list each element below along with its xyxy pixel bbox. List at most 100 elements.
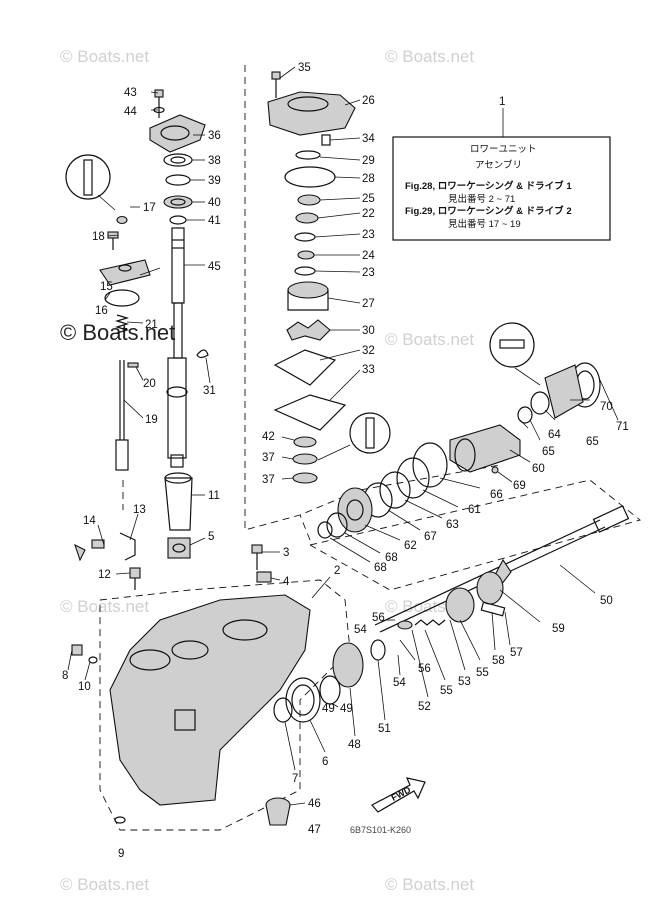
callout-71: 71 [616, 421, 629, 433]
callout-65: 65 [542, 446, 555, 458]
callout-4: 4 [283, 576, 290, 588]
callout-42: 42 [262, 431, 275, 443]
callout-18: 18 [92, 231, 105, 243]
callout-47: 47 [308, 824, 321, 836]
callout-39: 39 [208, 175, 221, 187]
callout-36: 36 [208, 130, 221, 142]
callout-9: 9 [118, 848, 124, 860]
callout-31: 31 [203, 385, 216, 397]
callout-45: 45 [208, 261, 221, 273]
info-box: 1 ロワーユニット アセンブリ Fig.28, ロワーケーシング & ドライブ … [392, 96, 611, 241]
callout-59: 59 [552, 623, 565, 635]
watermark: © Boats.net [60, 597, 149, 616]
callout-58: 58 [492, 655, 505, 667]
watermark: © Boats.net [60, 875, 149, 894]
callout-numbers: 2 3 4 5 6 7 8 9 10 11 12 13 14 15 16 17 … [62, 62, 629, 860]
callout-26: 26 [362, 95, 375, 107]
callout-67: 67 [424, 531, 437, 543]
callout-44: 44 [124, 106, 137, 118]
water-pump-stack [267, 91, 391, 484]
callout-62: 62 [404, 540, 417, 552]
callout-40: 40 [208, 197, 221, 209]
callout-43: 43 [124, 87, 137, 99]
callout-66: 66 [490, 489, 503, 501]
watermark: © Boats.net [385, 330, 474, 349]
callout-55: 55 [440, 685, 453, 697]
callout-46: 46 [308, 798, 321, 810]
callout-10: 10 [78, 681, 91, 693]
callout-12: 12 [98, 569, 111, 581]
callout-37: 37 [262, 474, 275, 486]
leader-lines [67, 66, 619, 806]
callout-21: 21 [145, 319, 158, 331]
info-line-5: Fig.29, ロワーケーシング & ドライブ 2 [405, 205, 572, 217]
callout-29: 29 [362, 155, 375, 167]
callout-38: 38 [208, 155, 221, 167]
watermark: © Boats.net [385, 47, 474, 66]
footer-code: 6B7S101-K260 [350, 825, 411, 835]
callout-57: 57 [510, 647, 523, 659]
callout-49: 49 [322, 703, 335, 715]
callout-15: 15 [100, 281, 113, 293]
lower-casing [109, 544, 311, 824]
callout-70: 70 [600, 401, 613, 413]
info-line-6: 見出番号 17 ~ 19 [448, 218, 521, 230]
callout-17: 17 [143, 202, 156, 214]
callout-11: 11 [208, 490, 220, 502]
callout-32: 32 [362, 345, 375, 357]
callout-16: 16 [95, 305, 108, 317]
callout-41: 41 [208, 215, 221, 227]
callout-33: 33 [362, 364, 375, 376]
callout-20: 20 [143, 378, 156, 390]
dashed-guides [99, 65, 641, 831]
callout-55: 55 [476, 667, 489, 679]
info-line-3: Fig.28, ロワーケーシング & ドライブ 1 [405, 180, 572, 192]
info-line-4: 見出番号 2 ~ 71 [448, 193, 515, 205]
callout-35: 35 [298, 62, 311, 74]
callout-5: 5 [208, 531, 214, 543]
callout-23: 23 [362, 229, 375, 241]
callout-61: 61 [468, 504, 481, 516]
callout-37: 37 [262, 452, 275, 464]
callout-68: 68 [385, 552, 398, 564]
callout-24: 24 [362, 250, 375, 262]
callout-1: 1 [499, 96, 505, 108]
callout-53: 53 [458, 676, 471, 688]
callout-60: 60 [532, 463, 545, 475]
info-line-2: アセンブリ [475, 159, 522, 171]
callout-52: 52 [418, 701, 431, 713]
callout-8: 8 [62, 670, 68, 682]
callout-50: 50 [600, 595, 613, 607]
watermark: © Boats.net [385, 875, 474, 894]
watermark: © Boats.net [60, 47, 149, 66]
callout-63: 63 [446, 519, 459, 531]
callout-7: 7 [292, 773, 298, 785]
callout-23: 23 [362, 267, 375, 279]
callout-22: 22 [362, 208, 375, 220]
info-line-1: ロワーユニット [470, 144, 537, 155]
fwd-arrow: FWD [371, 777, 426, 813]
callout-69: 69 [513, 480, 526, 492]
callout-65: 65 [586, 436, 599, 448]
callout-34: 34 [362, 133, 375, 145]
callout-19: 19 [145, 414, 158, 426]
callout-14: 14 [83, 515, 96, 527]
callout-2: 2 [334, 565, 340, 577]
callout-30: 30 [362, 325, 375, 337]
info-box-frame [392, 136, 611, 241]
propeller-shaft-assembly [265, 322, 630, 826]
callout-27: 27 [362, 298, 375, 310]
callout-68: 68 [374, 562, 387, 574]
callout-49: 49 [340, 703, 353, 715]
callout-56: 56 [418, 663, 431, 675]
callout-3: 3 [283, 547, 289, 559]
fwd-label: FWD [390, 784, 413, 803]
callout-13: 13 [133, 504, 146, 516]
callout-56: 56 [372, 612, 385, 624]
callout-54: 54 [393, 677, 406, 689]
callout-51: 51 [378, 723, 391, 735]
callout-64: 64 [548, 429, 561, 441]
callout-25: 25 [362, 193, 375, 205]
callout-28: 28 [362, 173, 375, 185]
